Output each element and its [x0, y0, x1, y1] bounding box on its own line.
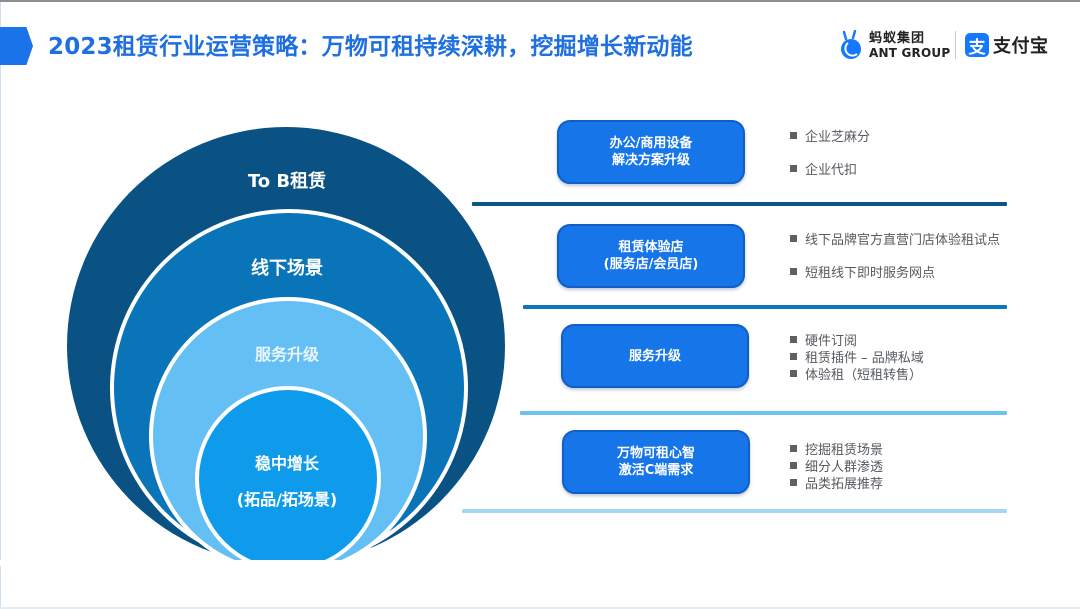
divider-line-3 — [520, 411, 1007, 415]
bullet-list-service-upgrade: 硬件订阅 租赁插件 – 品牌私域 体验租（短租转售） — [790, 331, 924, 383]
divider-line-4 — [462, 509, 1007, 513]
logo-separator — [955, 31, 956, 59]
alipay-logo: 支 支付宝 — [965, 31, 1049, 59]
ring-label-to-b: To B租赁 — [247, 171, 327, 192]
list-item: 品类拓展推荐 — [790, 474, 883, 492]
strategy-title-line2: 解决方案升级 — [611, 153, 690, 168]
list-item: 线下品牌官方直营门店体验租试点 — [790, 230, 1000, 248]
divider-line-1 — [472, 202, 1007, 206]
square-bullet-icon — [790, 235, 797, 242]
slide-bottom-border — [0, 607, 1080, 609]
square-bullet-icon — [790, 445, 797, 452]
nested-circles-diagram: To B租赁 线下场景 服务升级 稳中增长 (拓品/拓场景) — [0, 0, 560, 566]
square-bullet-icon — [790, 132, 797, 139]
bullet-list-office-equipment: 企业芝麻分 企业代扣 — [790, 127, 870, 193]
circle-bottom-mask — [0, 560, 560, 566]
strategy-box-experience-store: 租赁体验店 (服务店/会员店) — [557, 224, 745, 288]
slide-top-border — [0, 0, 1080, 2]
ring-label-offline: 线下场景 — [251, 258, 323, 279]
square-bullet-icon — [790, 462, 797, 469]
ring-label-core: 稳中增长 — [254, 454, 319, 473]
square-bullet-icon — [790, 268, 797, 275]
ant-logo-icon — [838, 29, 864, 60]
strategy-box-office-equipment: 办公/商用设备 解决方案升级 — [557, 120, 745, 184]
strategy-box-service-upgrade: 服务升级 — [561, 324, 749, 388]
square-bullet-icon — [790, 165, 797, 172]
square-bullet-icon — [790, 353, 797, 360]
ant-group-logo: 蚂蚁集团 ANT GROUP — [838, 27, 950, 63]
strategy-box-activate-c-demand: 万物可租心智 激活C端需求 — [562, 430, 750, 494]
strategy-title-line1: 办公/商用设备 — [609, 136, 693, 151]
list-item: 企业代扣 — [790, 160, 870, 178]
ring-label-service: 服务升级 — [254, 345, 319, 364]
strategy-title-line1: 万物可租心智 — [616, 446, 695, 461]
divider-line-2 — [523, 305, 1007, 309]
square-bullet-icon — [790, 479, 797, 486]
list-item: 租赁插件 – 品牌私域 — [790, 348, 924, 366]
square-bullet-icon — [790, 370, 797, 377]
alipay-icon: 支 — [965, 33, 989, 58]
list-item: 硬件订阅 — [790, 331, 924, 349]
ring-sublabel-core: (拓品/拓场景) — [236, 490, 338, 509]
list-item: 短租线下即时服务网点 — [790, 263, 1000, 281]
ant-group-cn-name: 蚂蚁集团 — [869, 30, 926, 46]
list-item: 细分人群渗透 — [790, 457, 883, 475]
strategy-title-line1: 服务升级 — [628, 348, 681, 364]
strategy-title-line1: 租赁体验店 — [618, 240, 684, 255]
square-bullet-icon — [790, 336, 797, 343]
page-title: 2023租赁行业运营策略：万物可租持续深耕，挖掘增长新动能 — [48, 34, 693, 60]
ant-group-en-name: ANT GROUP — [869, 45, 951, 60]
strategy-title-line2: 激活C端需求 — [618, 463, 694, 478]
title-accent-tab — [0, 27, 33, 65]
core-steady-growth — [199, 390, 377, 566]
bullet-list-activate-c-demand: 挖掘租赁场景 细分人群渗透 品类拓展推荐 — [790, 440, 883, 492]
bullet-list-experience-store: 线下品牌官方直营门店体验租试点 短租线下即时服务网点 — [790, 230, 1000, 296]
alipay-name: 支付宝 — [993, 36, 1049, 57]
list-item: 企业芝麻分 — [790, 127, 870, 145]
slide-left-border — [0, 2, 1, 607]
list-item: 体验租（短租转售） — [790, 365, 924, 383]
strategy-title-line2: (服务店/会员店) — [603, 257, 699, 272]
list-item: 挖掘租赁场景 — [790, 440, 883, 458]
